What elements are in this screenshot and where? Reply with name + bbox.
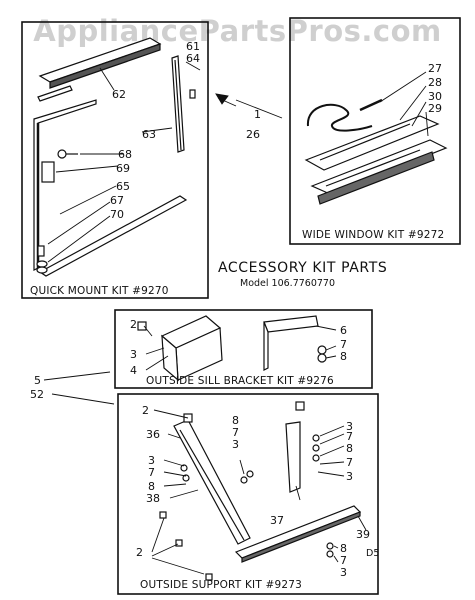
outside-support-parts: [159, 401, 362, 581]
part-number: 37: [270, 514, 284, 527]
part-number: 3: [346, 470, 353, 483]
part-number: 3: [340, 566, 347, 579]
part-number: 26: [246, 128, 260, 141]
part-number: 38: [146, 492, 160, 505]
part-number: 7: [148, 466, 155, 479]
part-number: 39: [356, 528, 370, 541]
part-number: 3: [148, 454, 155, 467]
part-number: 28: [428, 76, 442, 89]
part-number: 3: [232, 438, 239, 451]
part-number: 70: [110, 208, 124, 221]
kit-label-outside-support: OUTSIDE SUPPORT KIT #9273: [140, 579, 302, 591]
wide-window-leaders: [215, 71, 429, 137]
wide-window-parts: [304, 98, 448, 205]
model-number: Model 106.7760770: [240, 278, 335, 289]
part-number: 52: [30, 388, 44, 401]
outside-sill-parts: [137, 315, 327, 382]
outside-sill-frame: [114, 309, 373, 389]
part-number: 7: [232, 426, 239, 439]
part-number: 3: [130, 348, 137, 361]
kit-label-quick-mount: QUICK MOUNT KIT #9270: [30, 285, 169, 297]
quick-mount-parts: [33, 37, 196, 277]
part-number: 65: [116, 180, 130, 193]
part-number: 68: [118, 148, 132, 161]
part-number: 7: [346, 430, 353, 443]
part-number: 2: [136, 546, 143, 559]
kit-label-outside-sill: OUTSIDE SILL BRACKET KIT #9276: [146, 375, 334, 387]
part-number: 5: [34, 374, 41, 387]
kit-label-wide-window: WIDE WINDOW KIT #9272: [302, 229, 444, 241]
quick-mount-frame: [21, 21, 209, 299]
watermark: AppliancePartsPros.com: [33, 14, 442, 48]
part-number: 67: [110, 194, 124, 207]
part-number: 64: [186, 52, 200, 65]
part-number: 7: [340, 338, 347, 351]
part-number: 8: [232, 414, 239, 427]
outside-sill-leaders: [43, 325, 337, 405]
part-number: 27: [428, 62, 442, 75]
part-number: 7: [340, 554, 347, 567]
part-number: 8: [340, 350, 347, 363]
page-title: ACCESSORY KIT PARTS: [218, 260, 387, 276]
quick-mount-leaders: [47, 61, 201, 263]
part-number: 2: [130, 318, 137, 331]
diagram-code: D5: [366, 548, 379, 559]
part-number: 7: [346, 456, 353, 469]
part-number: 63: [142, 128, 156, 141]
part-number: 8: [148, 480, 155, 493]
outside-support-frame: [117, 393, 379, 595]
part-number: 61: [186, 40, 200, 53]
part-number: 1: [254, 108, 261, 121]
part-number: 8: [340, 542, 347, 555]
outside-support-leaders: [151, 409, 367, 575]
part-number: 30: [428, 90, 442, 103]
part-number: 36: [146, 428, 160, 441]
part-number: 2: [142, 404, 149, 417]
part-number: 4: [130, 364, 137, 377]
part-number: 29: [428, 102, 442, 115]
part-number: 3: [346, 420, 353, 433]
wide-window-frame: [289, 17, 461, 245]
part-number: 8: [346, 442, 353, 455]
part-number: 6: [340, 324, 347, 337]
part-number: 69: [116, 162, 130, 175]
part-number: 62: [112, 88, 126, 101]
